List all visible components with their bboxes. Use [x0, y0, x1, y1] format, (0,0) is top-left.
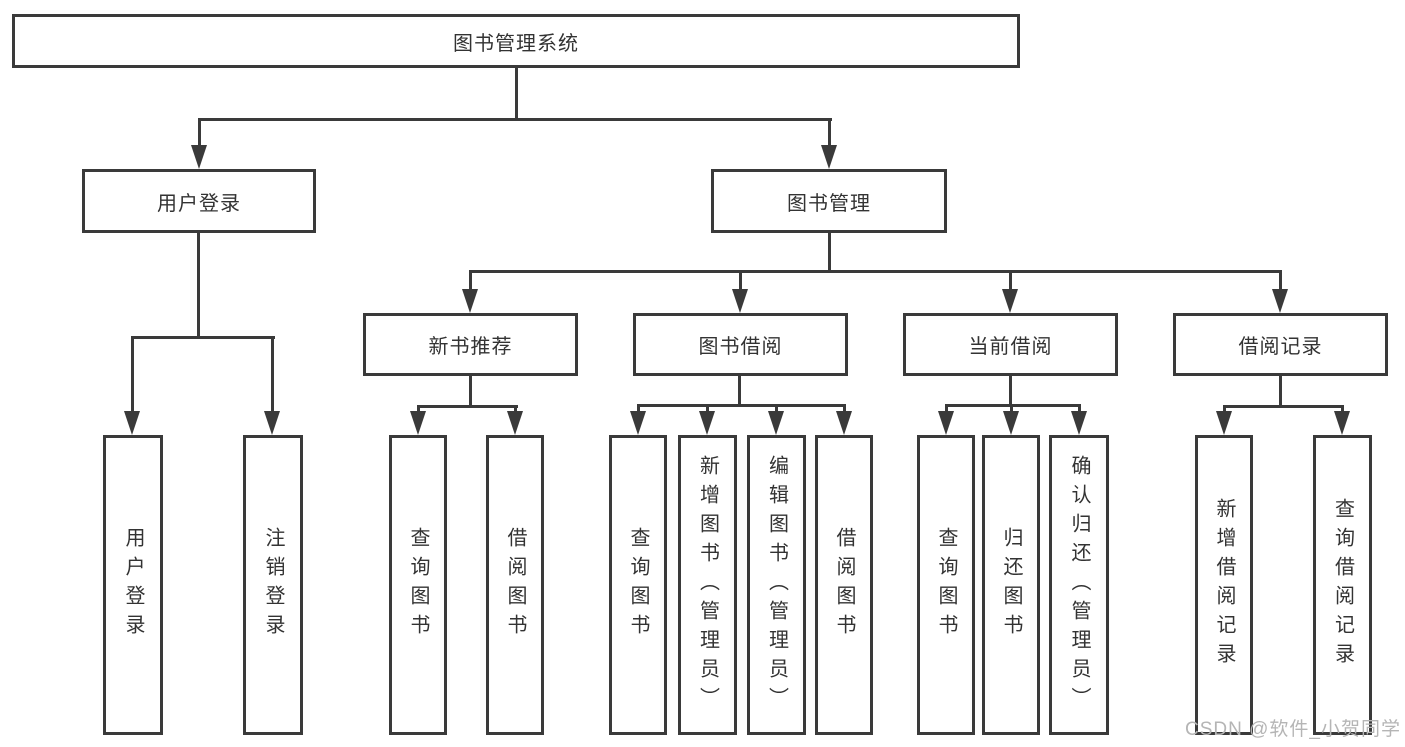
node-label: 注销登录: [262, 527, 284, 643]
node-current-borrowing: 当前借阅: [903, 313, 1118, 376]
connector-line: [131, 336, 275, 339]
connector-line: [197, 233, 200, 339]
node-leaf-query-books-borrowing: 查询图书: [609, 435, 667, 735]
connector-line: [417, 405, 518, 408]
arrowhead-down: [1216, 411, 1232, 435]
node-label: 查询借阅记录: [1331, 498, 1354, 672]
node-leaf-user-login: 用户登录: [103, 435, 163, 735]
arrowhead-down: [410, 411, 426, 435]
node-leaf-confirm-return-admin: 确认归还（管理员）: [1049, 435, 1109, 735]
arrowhead-down: [124, 411, 140, 435]
node-new-book-recommend: 新书推荐: [363, 313, 578, 376]
connector-line: [515, 68, 518, 121]
connector-line: [1010, 404, 1013, 417]
connector-line: [1009, 376, 1012, 407]
arrowhead-down: [938, 411, 954, 435]
node-leaf-return-book: 归还图书: [982, 435, 1040, 735]
connector-line: [706, 404, 709, 417]
node-label: 借阅图书: [833, 527, 855, 643]
node-label: 借阅图书: [504, 527, 526, 643]
connector-line: [828, 118, 831, 150]
arrowhead-down: [630, 411, 646, 435]
arrowhead-down: [768, 411, 784, 435]
connector-line: [131, 336, 134, 416]
arrowhead-down: [699, 411, 715, 435]
node-label: 图书管理系统: [453, 32, 579, 55]
connector-line: [738, 376, 741, 407]
connector-line: [828, 233, 831, 273]
node-label: 用户登录: [157, 192, 241, 215]
arrowhead-down: [732, 289, 748, 313]
node-leaf-query-books-recommend: 查询图书: [389, 435, 447, 735]
node-leaf-query-borrow-record: 查询借阅记录: [1313, 435, 1372, 735]
connector-line: [1078, 404, 1081, 417]
arrowhead-down: [1071, 411, 1087, 435]
connector-line: [469, 270, 1282, 273]
connector-line: [198, 118, 832, 121]
node-label: 归还图书: [1000, 527, 1022, 643]
node-label: 查询图书: [935, 527, 957, 643]
connector-line: [739, 270, 742, 294]
connector-line: [469, 270, 472, 294]
connector-line: [1279, 270, 1282, 294]
connector-line: [1279, 376, 1282, 408]
connector-line: [637, 404, 846, 407]
csdn-watermark: CSDN @软件_小贺同学: [1185, 719, 1401, 740]
node-label: 新增借阅记录: [1213, 498, 1235, 672]
arrowhead-down: [191, 145, 207, 169]
node-leaf-query-books-current: 查询图书: [917, 435, 975, 735]
connector-line: [1223, 405, 1344, 408]
arrowhead-down: [1002, 289, 1018, 313]
node-label: 图书借阅: [698, 336, 783, 358]
node-user-login: 用户登录: [82, 169, 316, 233]
arrowhead-down: [1272, 289, 1288, 313]
node-root-library-system: 图书管理系统: [12, 14, 1020, 68]
node-label: 编辑图书（管理员）: [765, 454, 788, 716]
node-leaf-borrow-books-recommend: 借阅图书: [486, 435, 544, 735]
connector-line: [945, 404, 948, 417]
node-leaf-edit-book-admin: 编辑图书（管理员）: [747, 435, 806, 735]
node-label: 查询图书: [407, 527, 429, 643]
node-label: 新书推荐: [428, 336, 513, 358]
node-borrow-records: 借阅记录: [1173, 313, 1388, 376]
node-label: 新增图书（管理员）: [696, 454, 719, 716]
connector-line: [469, 376, 472, 408]
node-leaf-add-borrow-record: 新增借阅记录: [1195, 435, 1253, 735]
node-leaf-add-book-admin: 新增图书（管理员）: [678, 435, 737, 735]
arrowhead-down: [836, 411, 852, 435]
connector-line: [637, 404, 640, 417]
node-leaf-logout: 注销登录: [243, 435, 303, 735]
arrowhead-down: [507, 411, 523, 435]
connector-line: [843, 404, 846, 417]
arrowhead-down: [1334, 411, 1350, 435]
node-label: 查询图书: [627, 527, 649, 643]
connector-line: [1009, 270, 1012, 294]
arrowhead-down: [1003, 411, 1019, 435]
connector-line: [271, 336, 274, 416]
node-book-management: 图书管理: [711, 169, 947, 233]
node-label: 借阅记录: [1238, 336, 1323, 358]
connector-line: [775, 404, 778, 417]
node-leaf-borrow-books-borrowing: 借阅图书: [815, 435, 873, 735]
arrowhead-down: [462, 289, 478, 313]
node-book-borrowing: 图书借阅: [633, 313, 848, 376]
node-label: 图书管理: [787, 192, 871, 215]
connector-line: [198, 118, 201, 150]
arrowhead-down: [821, 145, 837, 169]
node-label: 用户登录: [122, 527, 144, 643]
node-label: 确认归还（管理员）: [1068, 454, 1090, 716]
node-label: 当前借阅: [968, 336, 1053, 358]
arrowhead-down: [264, 411, 280, 435]
